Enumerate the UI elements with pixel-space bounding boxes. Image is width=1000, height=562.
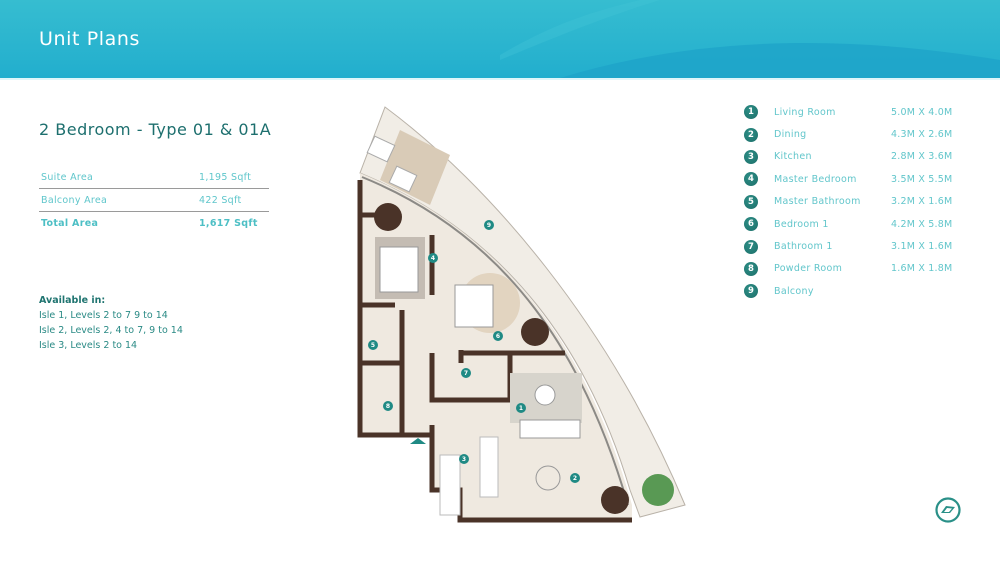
room-name: Kitchen: [774, 151, 812, 163]
legend-item-master-bathroom: 5 Master Bathroom 3.2M X 1.6M: [744, 191, 974, 213]
floor-plan: 1 2 3 4 5 6 7 8 9: [340, 95, 690, 525]
svg-text:6: 6: [496, 333, 500, 340]
svg-text:3: 3: [462, 456, 466, 463]
room-name: Living Room: [774, 106, 836, 118]
room-name: Balcony: [774, 285, 814, 297]
availability-line: Isle 1, Levels 2 to 7 9 to 14: [39, 310, 168, 321]
room-dimensions: 3.1M X 1.6M: [891, 241, 953, 253]
area-row-balcony: Balcony Area 422 Sqft: [39, 189, 269, 212]
header-divider: [0, 78, 1000, 80]
page-title: Unit Plans: [39, 28, 141, 50]
room-number-badge: 2: [744, 127, 758, 142]
room-dimensions: 3.2M X 1.6M: [891, 196, 953, 208]
room-number-badge: 8: [744, 261, 758, 276]
room-dimensions: 5.0M X 4.0M: [891, 106, 953, 118]
area-value: 1,617 Sqft: [199, 218, 258, 229]
area-row-total: Total Area 1,617 Sqft: [39, 212, 269, 235]
svg-text:2: 2: [573, 475, 577, 482]
room-number-badge: 3: [744, 149, 758, 164]
room-name: Bedroom 1: [774, 218, 829, 230]
svg-text:9: 9: [487, 222, 491, 229]
availability-line: Isle 3, Levels 2 to 14: [39, 340, 138, 351]
availability-line: Isle 2, Levels 2, 4 to 7, 9 to 14: [39, 325, 183, 336]
room-dimensions: 2.8M X 3.6M: [891, 151, 953, 163]
compass-logo-icon: [934, 496, 962, 524]
legend-item-kitchen: 3 Kitchen 2.8M X 3.6M: [744, 146, 974, 168]
area-label: Total Area: [41, 218, 99, 229]
room-number-badge: 4: [744, 172, 758, 187]
svg-text:5: 5: [371, 342, 375, 349]
room-number-badge: 1: [744, 105, 758, 120]
svg-text:8: 8: [386, 403, 390, 410]
area-row-suite: Suite Area 1,195 Sqft: [39, 166, 269, 189]
legend-item-living-room: 1 Living Room 5.0M X 4.0M: [744, 101, 974, 123]
room-number-badge: 6: [744, 217, 758, 232]
room-number-badge: 5: [744, 194, 758, 209]
room-dimensions: 1.6M X 1.8M: [891, 263, 953, 275]
availability-heading: Available in:: [39, 295, 106, 306]
room-dimensions: 4.2M X 5.8M: [891, 218, 953, 230]
room-number-badge: 7: [744, 239, 758, 254]
floor-plan-drawing: 1 2 3 4 5 6 7 8 9: [357, 106, 686, 523]
legend-item-bathroom-1: 7 Bathroom 1 3.1M X 1.6M: [744, 235, 974, 257]
room-name: Dining: [774, 129, 807, 141]
svg-text:1: 1: [519, 405, 523, 412]
room-name: Master Bedroom: [774, 173, 857, 185]
svg-text:7: 7: [464, 370, 468, 377]
room-name: Master Bathroom: [774, 196, 861, 208]
area-table: Suite Area 1,195 Sqft Balcony Area 422 S…: [39, 166, 269, 235]
header-wave-decoration: [500, 0, 1000, 78]
room-legend: 1 Living Room 5.0M X 4.0M 2 Dining 4.3M …: [744, 101, 974, 303]
legend-item-balcony: 9 Balcony: [744, 280, 974, 302]
area-value: 422 Sqft: [199, 194, 242, 206]
legend-item-master-bedroom: 4 Master Bedroom 3.5M X 5.5M: [744, 168, 974, 190]
unit-type-title: 2 Bedroom - Type 01 & 01A: [39, 120, 272, 139]
area-label: Balcony Area: [41, 194, 108, 206]
room-dimensions: 3.5M X 5.5M: [891, 173, 953, 185]
room-dimensions: 4.3M X 2.6M: [891, 129, 953, 141]
room-name: Powder Room: [774, 263, 843, 275]
room-name: Bathroom 1: [774, 241, 833, 253]
availability-block: Available in: Isle 1, Levels 2 to 7 9 to…: [39, 293, 183, 353]
area-value: 1,195 Sqft: [199, 171, 252, 183]
legend-item-dining: 2 Dining 4.3M X 2.6M: [744, 123, 974, 145]
legend-item-bedroom-1: 6 Bedroom 1 4.2M X 5.8M: [744, 213, 974, 235]
page-header: Unit Plans: [0, 0, 1000, 78]
svg-text:4: 4: [431, 255, 435, 262]
area-label: Suite Area: [41, 171, 94, 183]
legend-item-powder-room: 8 Powder Room 1.6M X 1.8M: [744, 258, 974, 280]
room-number-badge: 9: [744, 284, 758, 299]
